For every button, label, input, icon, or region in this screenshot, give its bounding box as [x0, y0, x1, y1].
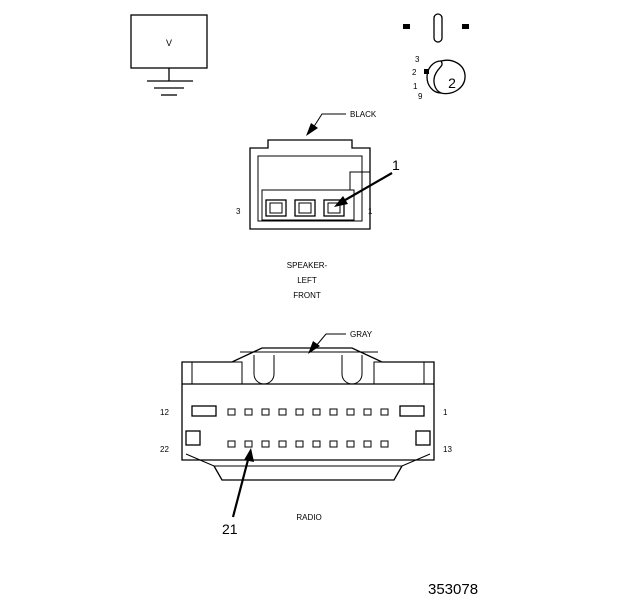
- speaker-cavity-3-inner: [269, 202, 283, 214]
- speaker-name-line-2: LEFT: [297, 276, 317, 285]
- probe-terminal-ring: [426, 60, 442, 94]
- probe-side-mark-right: [462, 24, 469, 29]
- radio-base: [213, 465, 403, 481]
- speaker-callout-1: 1: [392, 157, 400, 173]
- radio-latch-right: [341, 355, 363, 385]
- radio-blade-bottom-right: [415, 430, 431, 446]
- speaker-cavity-1: [323, 199, 345, 217]
- speaker-cavity-label-1: 1: [368, 207, 373, 216]
- radio-cavities-top-row: [227, 408, 389, 416]
- speaker-cavity-3: [265, 199, 287, 217]
- radio-cavity-label-22: 22: [160, 445, 169, 454]
- probe-pin-3: 3: [415, 55, 420, 64]
- speaker-cavity-label-3: 3: [236, 207, 241, 216]
- radio-housing-outer: [181, 347, 435, 461]
- speaker-cavity-2: [294, 199, 316, 217]
- radio-cavity: [363, 408, 372, 416]
- radio-ear-left: [191, 361, 243, 384]
- radio-cavity: [261, 408, 270, 416]
- speaker-housing-inner: [257, 155, 363, 222]
- radio-cavity: [380, 408, 389, 416]
- radio-connector: GRAY: [160, 330, 452, 537]
- probe-pin-1: 1: [413, 82, 418, 91]
- voltmeter-symbol: V: [130, 14, 208, 96]
- radio-cavity: [295, 440, 304, 448]
- speaker-color-arrow: [306, 123, 318, 136]
- radio-blade-bottom-left: [185, 430, 201, 446]
- probe-detail: 3 2 1 9 2: [403, 13, 469, 101]
- radio-callout-arrow: [244, 448, 254, 462]
- probe-callout-2: 2: [448, 75, 456, 91]
- radio-cavity: [312, 408, 321, 416]
- speaker-name-line-3: FRONT: [293, 291, 321, 300]
- figure-number: 353078: [428, 581, 478, 598]
- radio-cavity-label-1: 1: [443, 408, 448, 417]
- radio-ear-right: [373, 361, 425, 384]
- speaker-connector: BLACK 3 1 1 SPEAKER- LEFT FRONT: [236, 110, 400, 300]
- speaker-pin-well: [261, 189, 355, 221]
- voltmeter-label: V: [166, 38, 172, 48]
- radio-cavity: [363, 440, 372, 448]
- speaker-color-label: BLACK: [350, 110, 377, 119]
- radio-cavity: [244, 440, 253, 448]
- radio-cavity: [278, 440, 287, 448]
- radio-cavity: [244, 408, 253, 416]
- radio-blade-top-left: [191, 405, 217, 417]
- radio-color-label: GRAY: [350, 330, 373, 339]
- speaker-name-line-1: SPEAKER-: [287, 261, 328, 270]
- probe-slot: [433, 13, 443, 43]
- radio-cavity: [295, 408, 304, 416]
- radio-cavity: [380, 440, 389, 448]
- radio-latch-left: [253, 355, 275, 385]
- radio-callout-leader: [231, 455, 251, 518]
- speaker-callout-arrow: [334, 196, 348, 207]
- radio-cavity: [329, 408, 338, 416]
- radio-cavity: [227, 440, 236, 448]
- radio-cavities-bottom-row: [227, 440, 389, 448]
- radio-color-leader: [315, 333, 346, 347]
- probe-pin-2: 2: [412, 68, 417, 77]
- probe-pin-9: 9: [418, 92, 423, 101]
- speaker-color-leader: [312, 113, 346, 129]
- probe-contact-mark: [424, 69, 429, 74]
- radio-cavity: [329, 440, 338, 448]
- speaker-housing-outer: [249, 139, 371, 230]
- radio-cavity: [227, 408, 236, 416]
- speaker-cavity-2-inner: [298, 202, 312, 214]
- radio-cavity: [346, 408, 355, 416]
- speaker-callout-leader: [339, 172, 393, 204]
- speaker-cavity-1-inner: [327, 202, 341, 214]
- radio-skirt: [185, 453, 431, 467]
- radio-cavity: [261, 440, 270, 448]
- radio-cavity-label-13: 13: [443, 445, 452, 454]
- probe-side-mark-left: [403, 24, 410, 29]
- radio-callout-21: 21: [222, 521, 238, 537]
- speaker-latch: [349, 171, 370, 190]
- radio-blade-top-right: [399, 405, 425, 417]
- radio-name: RADIO: [296, 513, 321, 522]
- radio-cavity: [312, 440, 321, 448]
- radio-cavity: [278, 408, 287, 416]
- radio-cavity: [346, 440, 355, 448]
- radio-cavity-label-12: 12: [160, 408, 169, 417]
- probe-clip: [433, 59, 466, 95]
